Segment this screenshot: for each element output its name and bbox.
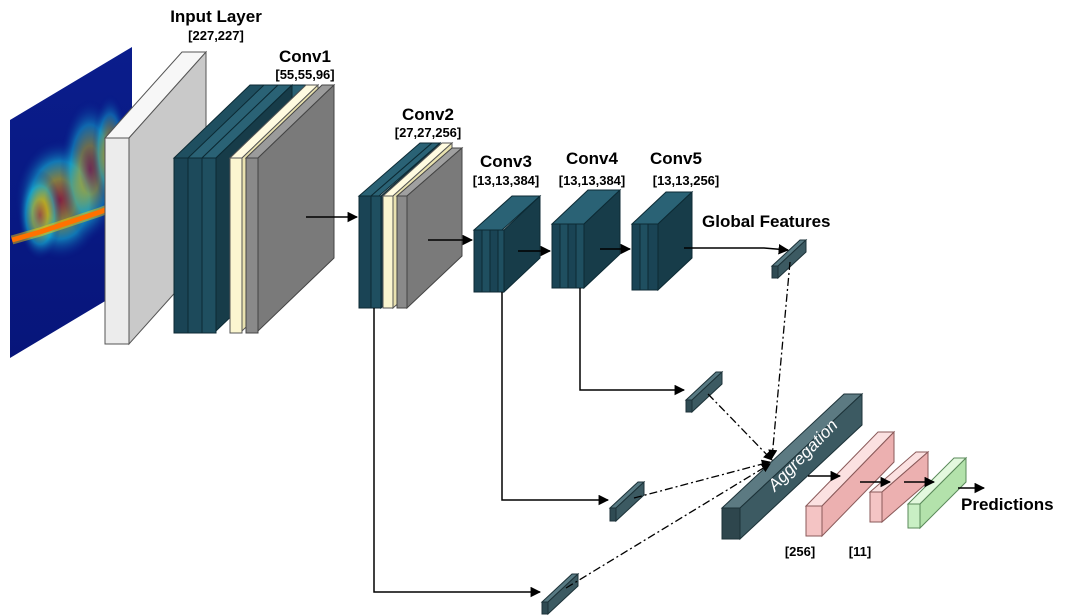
- fc-256-dims: [256]: [785, 544, 815, 559]
- global-features-label: Global Features: [702, 212, 830, 231]
- conv5-title: Conv5: [650, 149, 702, 168]
- conv3-block: [472, 194, 542, 294]
- conv2-dims: [27,27,256]: [395, 125, 462, 140]
- forward-arrows: [306, 211, 986, 494]
- conv3-dims: [13,13,384]: [473, 173, 540, 188]
- conv3-title: Conv3: [480, 152, 532, 171]
- predictions-label: Predictions: [961, 495, 1054, 514]
- conv4-title: Conv4: [566, 149, 619, 168]
- output-block: [906, 456, 968, 530]
- conv1-title: Conv1: [279, 47, 331, 66]
- conv1-dims: [55,55,96]: [275, 67, 334, 82]
- conv5-block: [630, 190, 694, 292]
- input-layer-title: Input Layer: [170, 7, 262, 26]
- feature-vector-conv3: [608, 480, 646, 523]
- conv2-block: [357, 141, 464, 310]
- fc-256-block: [804, 430, 896, 538]
- input-layer-dims: [227,227]: [188, 28, 244, 43]
- feature-vector-global: [770, 238, 808, 280]
- skip-connection-lines: [373, 288, 686, 598]
- conv2-title: Conv2: [402, 105, 454, 124]
- fc-11-dims: [11]: [849, 544, 871, 559]
- conv4-dims: [13,13,384]: [559, 173, 626, 188]
- conv4-block: [550, 188, 622, 290]
- feature-vector-conv2: [540, 572, 580, 616]
- aggregation-block: Aggregation: [720, 392, 864, 541]
- feature-vector-conv4: [684, 370, 724, 414]
- conv5-dims: [13,13,256]: [653, 173, 720, 188]
- conv1-block: [172, 83, 336, 334]
- aggregation-links: [565, 261, 791, 589]
